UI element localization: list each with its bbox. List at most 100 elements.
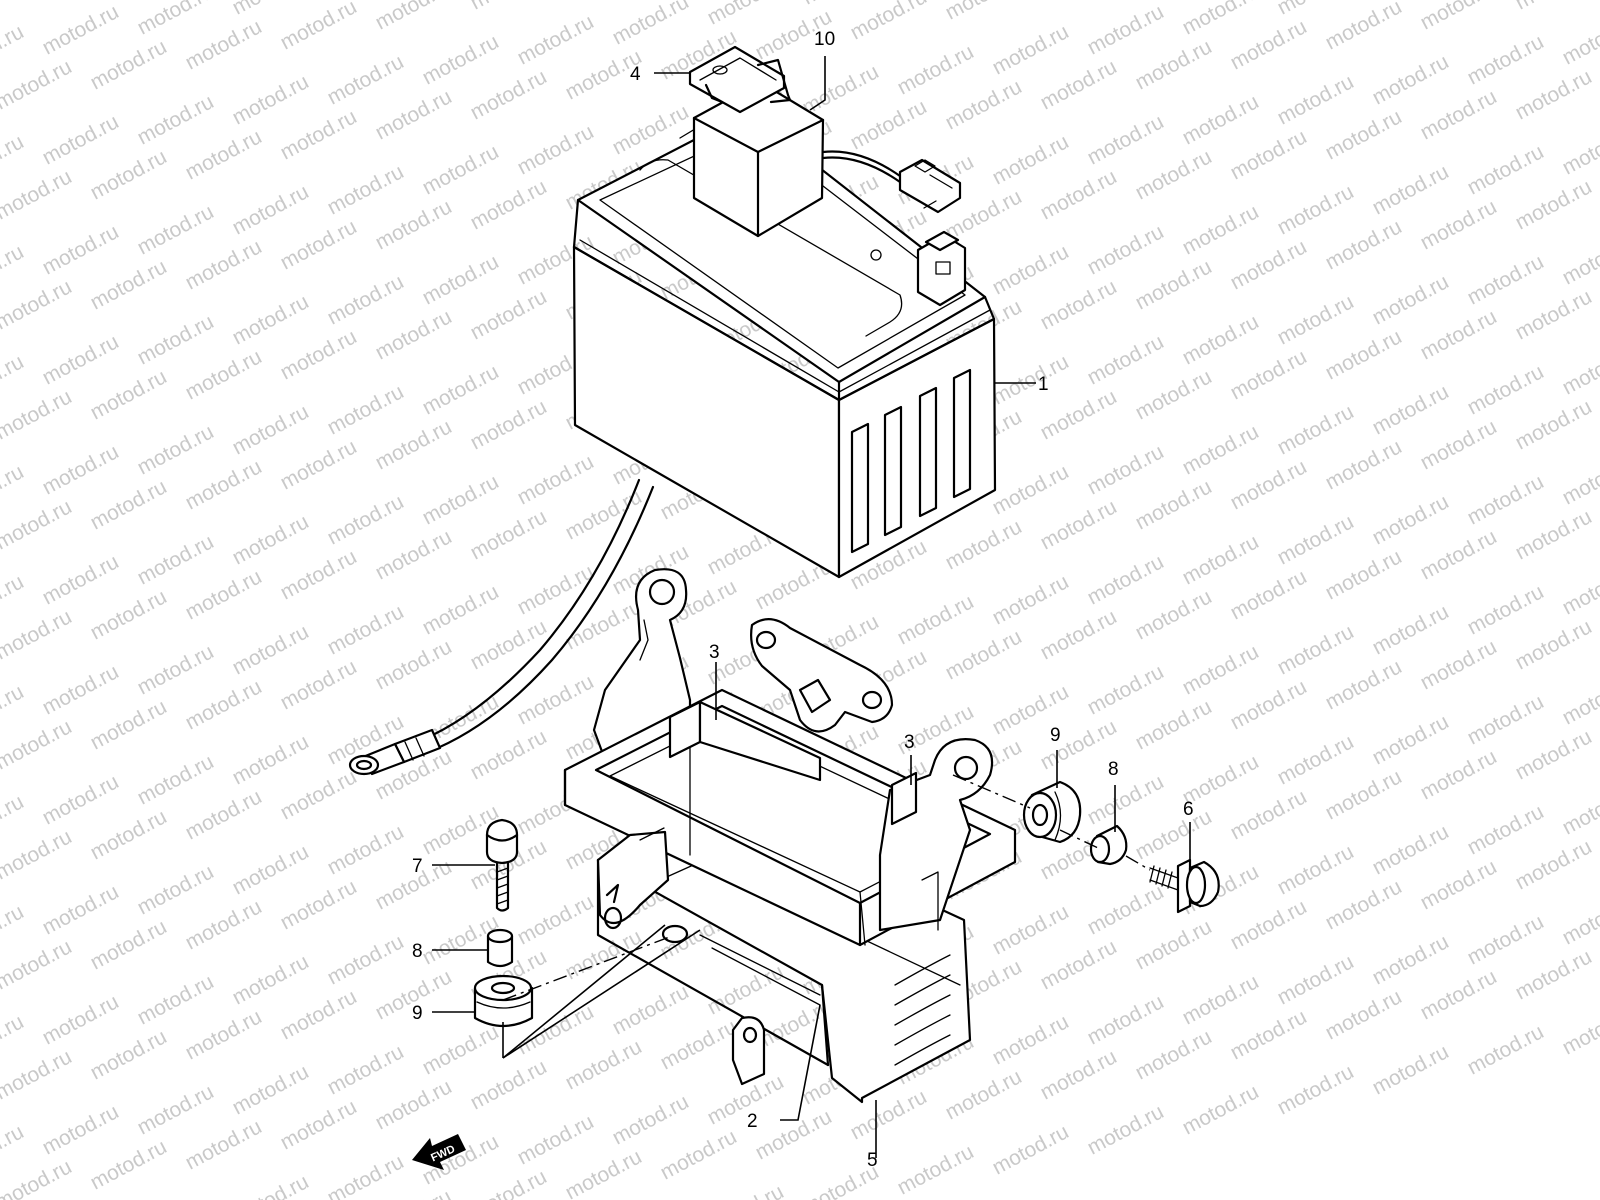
watermark-text: motod.ru [182,565,266,624]
watermark-text: motod.ru [1512,175,1596,234]
watermark-text: motod.ru [1179,530,1263,589]
watermark-text: motod.ru [0,240,28,299]
watermark-text: motod.ru [1322,325,1406,384]
watermark-text: motod.ru [87,915,171,974]
watermark-text: motod.ru [0,350,28,409]
watermark-text: motod.ru [1417,0,1501,34]
watermark-text: motod.ru [467,175,551,234]
watermark-text: motod.ru [134,0,218,39]
watermark-text: motod.ru [277,325,361,384]
watermark-text: motod.ru [229,0,313,19]
watermark-text: motod.ru [467,615,551,674]
watermark-text: motod.ru [0,935,76,994]
watermark-text: motod.ru [277,985,361,1044]
watermark-text: motod.ru [1559,230,1600,289]
watermark-text: motod.ru [467,725,551,784]
watermark-text: motod.ru [1084,440,1168,499]
watermark-text: motod.ru [989,240,1073,299]
watermark-text: motod.ru [372,305,456,364]
watermark-text: motod.ru [657,1125,741,1184]
watermark-text: motod.ru [514,120,598,179]
watermark-text: motod.ru [0,1045,76,1104]
watermark-text: motod.ru [1132,805,1216,864]
watermark-text: motod.ru [894,1140,978,1199]
watermark-text: motod.ru [1512,0,1596,14]
watermark-text: motod.ru [989,1010,1073,1069]
watermark-text: motod.ru [894,40,978,99]
callout-cushion: 2 [747,1111,758,1132]
watermark-text: motod.ru [0,20,28,79]
watermark-text: motod.ru [87,35,171,94]
watermark-text: motod.ru [182,895,266,954]
watermark-text: motod.ru [182,235,266,294]
watermark-text: motod.ru [989,460,1073,519]
watermark-text: motod.ru [372,1075,456,1134]
callout-bolt-right: 6 [1183,799,1194,820]
watermark-text: motod.ru [1132,475,1216,534]
watermark-text: motod.ru [0,825,76,884]
watermark-text: motod.ru [419,470,503,529]
watermark-text: motod.ru [1559,340,1600,399]
watermark-text: motod.ru [0,680,28,739]
watermark-text: motod.ru [87,145,171,204]
watermark-text: motod.ru [1274,1060,1358,1119]
watermark-text: motod.ru [39,330,123,389]
watermark-text: motod.ru [1227,235,1311,294]
watermark-text: motod.ru [942,75,1026,134]
watermark-text: motod.ru [1084,330,1168,389]
watermark-text: motod.ru [1037,495,1121,554]
watermark-text: motod.ru [229,840,313,899]
watermark-text: motod.ru [0,1010,28,1069]
watermark-text: motod.ru [1132,255,1216,314]
watermark-text: motod.ru [182,15,266,74]
watermark-text: motod.ru [39,770,123,829]
ground-cable [348,478,655,776]
watermark-text: motod.ru [1227,675,1311,734]
grommet-left [473,974,534,1028]
watermark-text: motod.ru [1084,660,1168,719]
watermark-text: motod.ru [1037,165,1121,224]
watermark-text: motod.ru [1037,605,1121,664]
watermark-text: motod.ru [1037,275,1121,334]
watermark-text: motod.ru [229,290,313,349]
spacer-right [1089,824,1128,866]
watermark-text: motod.ru [182,1115,266,1174]
watermark-text: motod.ru [87,475,171,534]
callout-pad-left: 3 [709,642,720,663]
bolt-left [485,818,519,912]
watermark-text: motod.ru [942,515,1026,574]
watermark-text: motod.ru [1464,690,1548,749]
watermark-text: motod.ru [1084,990,1168,1049]
watermark-text: motod.ru [1559,10,1600,69]
watermark-text: motod.ru [1179,970,1263,1029]
watermark-text: motod.ru [0,790,28,849]
watermark-text: motod.ru [989,900,1073,959]
watermark-text: motod.ru [1227,895,1311,954]
sensor-lead [821,150,962,214]
watermark-text: motod.ru [1512,615,1596,674]
watermark-text: motod.ru [1179,310,1263,369]
watermark-text: motod.ru [182,125,266,184]
leader-lines [432,56,1191,1158]
watermark-text: motod.ru [182,1005,266,1064]
watermark-text: motod.ru [1417,745,1501,804]
battery-band [688,45,792,114]
watermark-text: motod.ru [134,90,218,149]
watermark-text: motod.ru [372,635,456,694]
watermark-text: motod.ru [1037,0,1121,4]
watermark-text: motod.ru [942,0,1026,24]
callout-spacer-right: 8 [1108,759,1119,780]
watermark-text: motod.ru [87,695,171,754]
watermark-text: motod.ru [609,980,693,1039]
watermark-text: motod.ru [0,605,76,664]
watermark-text: motod.ru [0,0,76,4]
watermark-text: motod.ru [324,930,408,989]
watermark-text: motod.ru [799,0,883,9]
watermark-text: motod.ru [134,860,218,919]
watermark-text: motod.ru [0,1120,28,1179]
watermark-text: motod.ru [324,600,408,659]
watermark-text: motod.ru [1464,140,1548,199]
watermark-text: motod.ru [277,875,361,934]
watermark-text: motod.ru [134,200,218,259]
watermark-text: motod.ru [0,275,76,334]
